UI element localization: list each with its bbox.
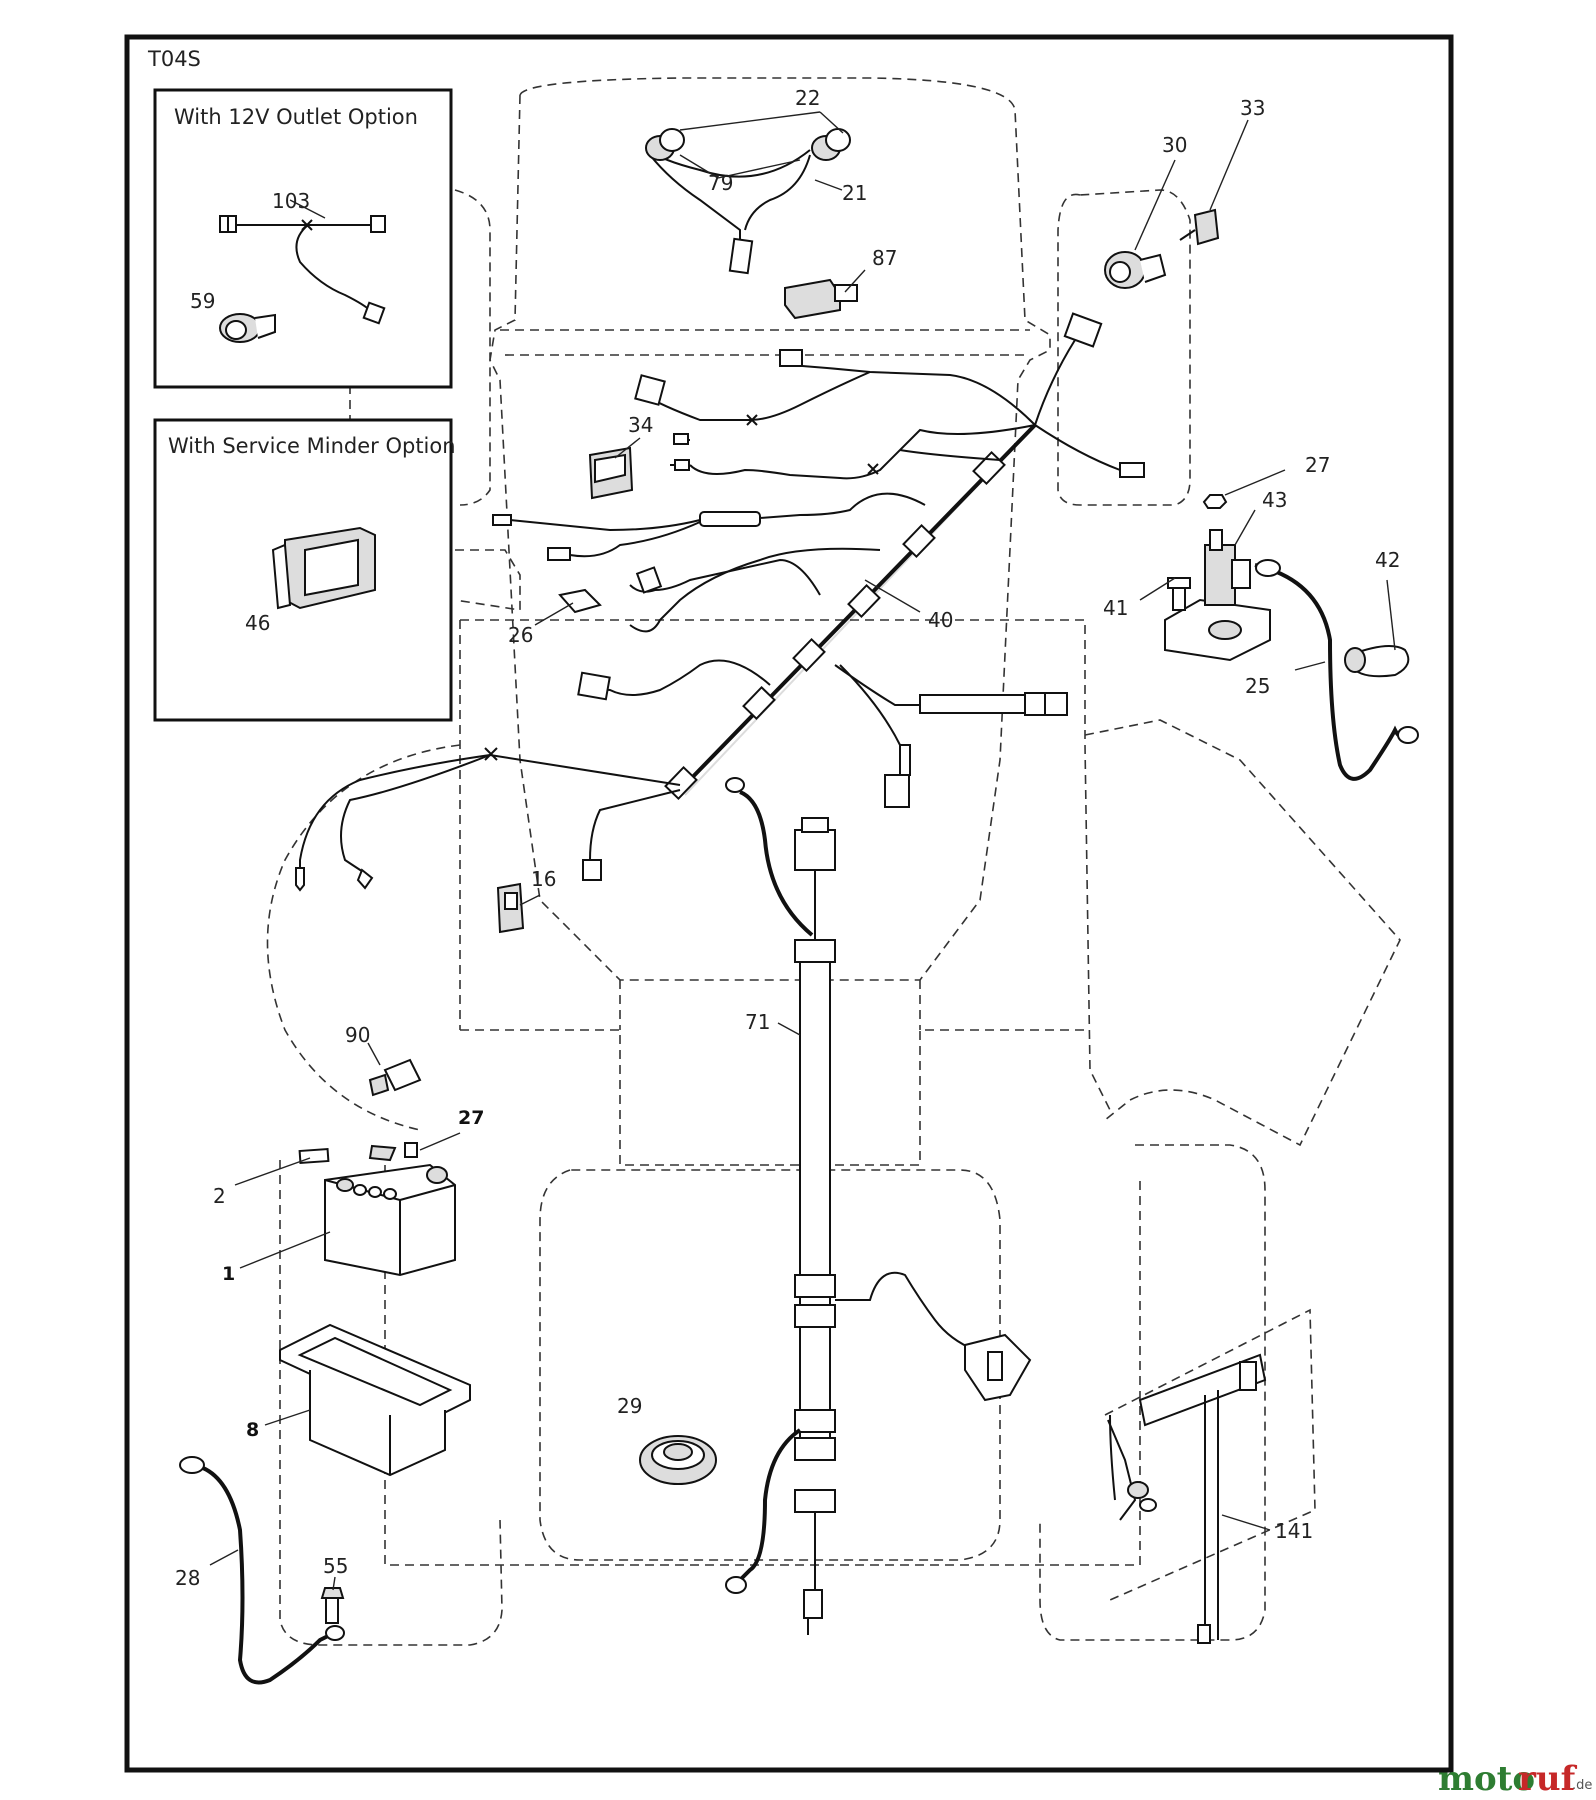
part-label: 90 — [345, 1023, 370, 1047]
part-label: 55 — [323, 1554, 348, 1578]
part-16-switch — [496, 882, 525, 934]
part-43-solenoid — [1164, 494, 1419, 781]
leader-lines — [209, 111, 1396, 1591]
headlight-assembly — [645, 128, 851, 275]
watermark-logo: moto ruf .de — [1438, 1759, 1592, 1799]
part-label: 33 — [1240, 96, 1265, 120]
part-label: 71 — [745, 1010, 770, 1034]
part-label: 25 — [1245, 674, 1270, 698]
part-34-switch — [588, 446, 634, 500]
inset-12v-frame — [153, 88, 453, 389]
part-label: 16 — [531, 867, 556, 891]
part-labels: 22 21 79 87 30 33 103 59 34 27 43 42 41 … — [175, 86, 1400, 1590]
inset-service-minder: With Service Minder Option — [153, 418, 456, 722]
part-label: 28 — [175, 1566, 200, 1590]
inset-service-minder-title: With Service Minder Option — [168, 434, 456, 458]
part-label: 26 — [508, 623, 533, 647]
battery-tray — [279, 1323, 471, 1477]
part-87-relay — [784, 278, 858, 320]
part-label: 79 — [708, 171, 733, 195]
inset-12v-outlet: With 12V Outlet Option — [153, 88, 453, 389]
part-label: 1 — [222, 1263, 235, 1285]
part-30-ignition — [1104, 208, 1220, 289]
part-label: 43 — [1262, 488, 1287, 512]
part-label: 59 — [190, 289, 215, 313]
part-label: 34 — [628, 413, 653, 437]
diagram-code: T04S — [147, 47, 201, 71]
watermark-part1: moto — [1438, 1759, 1535, 1799]
part-label: 103 — [272, 189, 310, 213]
part-label: 42 — [1375, 548, 1400, 572]
part-label: 21 — [842, 181, 867, 205]
part-label: 46 — [245, 611, 270, 635]
part-label: 40 — [928, 608, 953, 632]
part-label: 29 — [617, 1394, 642, 1418]
battery-assembly — [298, 1142, 456, 1277]
part-90-switch — [368, 1058, 422, 1097]
part-label: 30 — [1162, 133, 1187, 157]
part-label: 22 — [795, 86, 820, 110]
harness-71 — [725, 777, 1032, 1635]
part-label: 141 — [1275, 1519, 1313, 1543]
inset-12v-title: With 12V Outlet Option — [174, 105, 418, 129]
part-label: 2 — [213, 1184, 226, 1208]
main-harness — [295, 312, 1145, 892]
watermark-suffix: .de — [1572, 1778, 1592, 1793]
part-label: 27 — [1305, 453, 1330, 477]
part-29-grommet — [639, 1435, 717, 1485]
diagram-frame — [124, 34, 1454, 1773]
negative-cable — [179, 1456, 345, 1685]
part-label: 27 — [458, 1107, 484, 1129]
part-label: 41 — [1103, 596, 1128, 620]
part-label: 8 — [246, 1419, 259, 1441]
watermark-part2: ruf — [1518, 1759, 1578, 1799]
part-label: 87 — [872, 246, 897, 270]
part-141-linkage — [1104, 1308, 1316, 1644]
